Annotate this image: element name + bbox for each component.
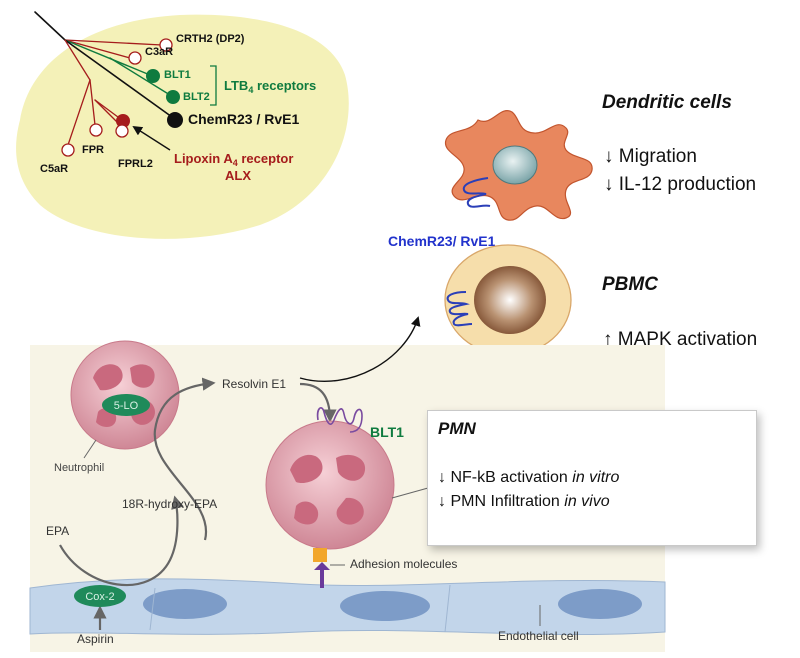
pmn-effect-infiltration-text: ↓ PMN Infiltration — [438, 493, 565, 510]
lo5-label: 5-LO — [114, 400, 139, 412]
epa-to-hydroxy-arrow — [59, 495, 184, 587]
pmn-cell: BLT1 Adhesion molecules — [265, 407, 457, 588]
lipoxin-label: Lipoxin A4 receptor — [174, 151, 293, 168]
alx-label: ALX — [225, 168, 251, 183]
aspirin-label: Aspirin — [77, 632, 114, 646]
neutrophil-lobe — [93, 364, 123, 391]
pmn-effect-infiltration-context: in vivo — [564, 493, 610, 510]
alx-node — [116, 114, 130, 128]
fprl2-label: FPRL2 — [118, 158, 153, 170]
resolvin-label: Resolvin E1 — [222, 377, 286, 391]
ltb4-label: LTB4 receptors — [224, 78, 316, 95]
cox2-label: Cox-2 — [85, 591, 114, 603]
crth2-node — [159, 38, 173, 52]
blt2-tree-label: BLT2 — [183, 91, 210, 103]
endothelial-nucleus — [340, 591, 430, 621]
pbmc-cell: PBMC ↑ MAPK activation — [444, 244, 757, 356]
pmn-box-title: PMN — [438, 419, 476, 438]
receptor-tree: CRTH2 (DP2) C3aR BLT1 BLT2 LTB4 receptor… — [16, 11, 349, 239]
blt2-node — [166, 90, 180, 104]
cox2-enzyme — [74, 585, 126, 607]
fpr-node — [89, 123, 103, 137]
pmn-lobe — [294, 501, 319, 525]
pbmc-receptor-icon — [446, 291, 473, 327]
fprl2-node — [115, 124, 129, 138]
epa-label: EPA — [46, 524, 69, 538]
endothelial-label: Endothelial cell — [498, 629, 579, 643]
lipoxin-arrow — [132, 125, 171, 151]
crth2-label: CRTH2 (DP2) — [176, 33, 245, 45]
dendritic-cell-nucleus — [492, 145, 538, 185]
dendritic-effect-migration: ↓ Migration — [604, 146, 697, 167]
blt1-tree-label: BLT1 — [164, 69, 191, 81]
chemr23-node — [167, 112, 183, 128]
dendritic-title: Dendritic cells — [602, 92, 732, 113]
dendritic-cell: Dendritic cells ↓ Migration ↓ IL-12 prod… — [444, 92, 756, 221]
pmn-effect-nfkb: ↓ NF-kB activation in vitro — [438, 469, 619, 487]
ltb4-bracket — [210, 65, 217, 106]
pmn-lobe — [290, 454, 323, 484]
blt1-node — [146, 69, 160, 83]
endothelial-nucleus — [143, 589, 227, 619]
hydroxy-to-resolvin-arrow — [153, 377, 216, 541]
tree-root-branch — [34, 11, 66, 41]
pmn-effect-infiltration: ↓ PMN Infiltration in vivo — [438, 493, 610, 511]
tree-background — [16, 14, 349, 239]
fpr-label: FPR — [82, 144, 104, 156]
neutrophil-label: Neutrophil — [54, 462, 104, 474]
pmn-callout-line — [391, 487, 429, 499]
blt1-receptor-icon — [316, 407, 363, 433]
pmn-effect-nfkb-context: in vitro — [572, 469, 620, 486]
chemr23-tree-label: ChemR23 / RvE1 — [188, 111, 299, 127]
c5ar-label: C5aR — [40, 163, 68, 175]
lo5-enzyme — [102, 394, 150, 416]
adhesion-molecule — [313, 548, 327, 562]
endothelium — [29, 578, 666, 636]
pbmc-cell-nucleus — [474, 266, 546, 334]
pmn-effects-box: PMN ↓ NF-kB activation in vitro ↓ PMN In… — [427, 410, 757, 546]
blt1-receptor-label: BLT1 — [370, 424, 404, 440]
pbmc-title: PBMC — [602, 274, 658, 295]
pbmc-effect-mapk: ↑ MAPK activation — [603, 329, 757, 350]
pmn-body — [265, 420, 395, 550]
c5ar-node — [61, 143, 75, 157]
pmn-lobe — [336, 454, 366, 481]
c3ar-label: C3aR — [145, 46, 173, 58]
pmn-effect-nfkb-text: ↓ NF-kB activation — [438, 469, 573, 486]
resolvin-to-blt1-arrow — [299, 382, 337, 423]
endothelial-nucleus — [558, 589, 642, 619]
neutrophil-cell: 5-LO Neutrophil — [54, 340, 180, 474]
dendritic-receptor-icon — [462, 177, 491, 208]
hydroxy-epa-label: 18R-hydroxy-EPA — [122, 497, 217, 511]
chemr23-receptor-label: ChemR23/ RvE1 — [388, 233, 496, 249]
dendritic-effect-il12: ↓ IL-12 production — [604, 174, 756, 195]
neutrophil-lobe — [130, 364, 155, 388]
adhesion-label: Adhesion molecules — [350, 557, 457, 571]
adhesion-arrow — [314, 562, 330, 588]
pmn-lobe — [336, 497, 364, 525]
c3ar-node — [128, 51, 142, 65]
resolvin-to-chemr23-arrow — [299, 316, 421, 383]
